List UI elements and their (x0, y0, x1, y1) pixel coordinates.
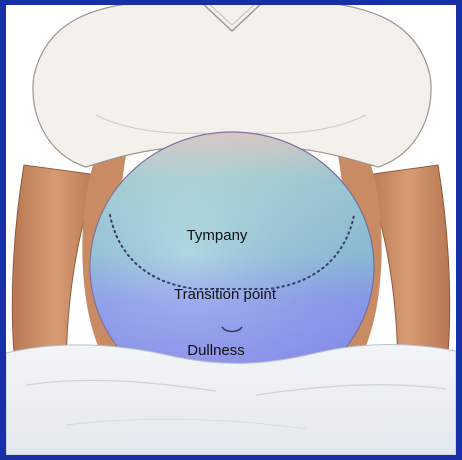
transition-point-label: Transition point (174, 286, 276, 303)
illustration-panel: Tympany Transition point Dullness (6, 5, 456, 455)
dullness-label: Dullness (187, 342, 245, 359)
tympany-label: Tympany (187, 227, 248, 244)
